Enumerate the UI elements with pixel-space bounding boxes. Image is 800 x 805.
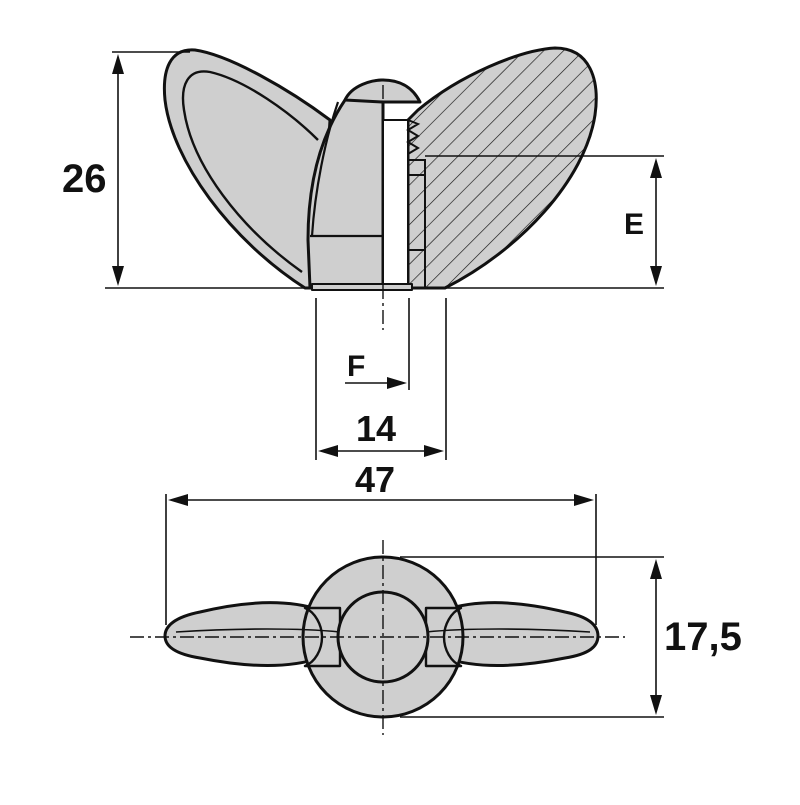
plan-left-ridge [175, 628, 341, 633]
dimension-hub-outer: 17,5 [400, 556, 742, 718]
dimension-hub-diameter: 14 [318, 408, 444, 457]
thread-depth-label: E [624, 208, 644, 241]
right-wing-section [406, 46, 598, 290]
plan-right-ridge [425, 628, 591, 633]
thread-bore [382, 119, 409, 289]
left-wing-rim [181, 70, 319, 273]
dimension-height: 26 [62, 51, 310, 289]
hub-diameter-label: 14 [356, 408, 396, 449]
hub-base [311, 283, 413, 291]
dimension-thread: F [345, 350, 407, 389]
thread-label: F [347, 350, 365, 383]
hub-curve [310, 101, 340, 237]
height-label: 26 [62, 157, 107, 201]
thread-profile [406, 119, 426, 288]
plan-right-wing [443, 601, 600, 667]
overall-width-label: 47 [355, 459, 395, 500]
dimension-overall-width: 47 [165, 459, 597, 625]
hub-outer-label: 17,5 [664, 615, 742, 659]
dimension-thread-depth: E [425, 155, 664, 289]
left-wing [162, 48, 332, 290]
plan-left-transition [303, 606, 342, 668]
plan-left-wing [163, 601, 322, 667]
side-view [162, 46, 598, 291]
